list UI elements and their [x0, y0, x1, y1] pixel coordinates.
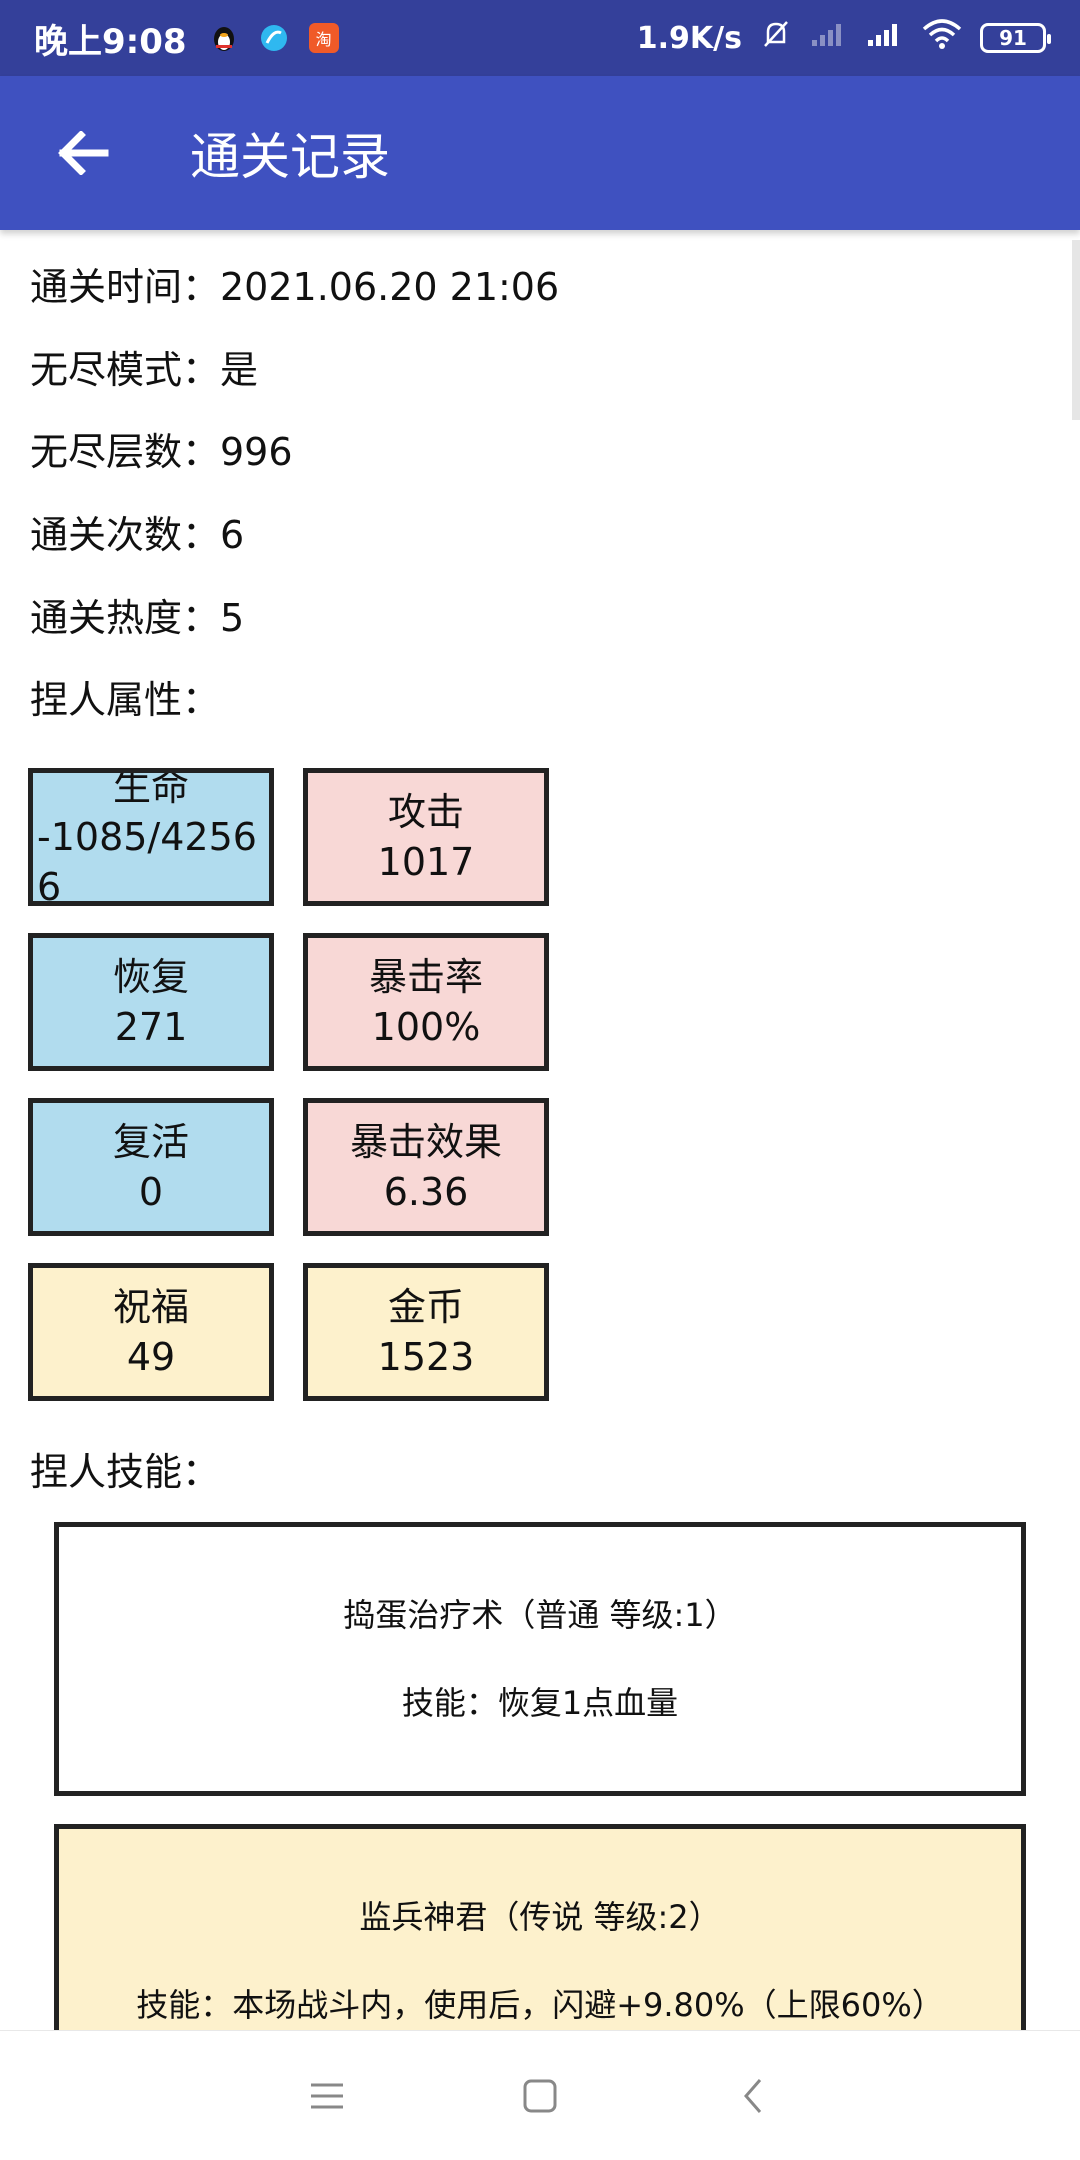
attr-gold-value: 1523 [377, 1335, 475, 1379]
taobao-icon: 淘 [308, 23, 339, 53]
attr-revive-value: 0 [138, 1170, 164, 1214]
home-button[interactable] [510, 2066, 570, 2126]
endless-floors: 无尽层数：996 [30, 430, 293, 474]
back-nav-button[interactable] [723, 2066, 783, 2126]
qq-penguin-icon [209, 23, 239, 53]
net-speed: 1.9K/s [636, 20, 742, 56]
skill-name: 捣蛋治疗术（普通 等级:1） [343, 1596, 737, 1634]
status-time: 晚上9:08 [34, 21, 187, 62]
attr-crit-effect-value: 6.36 [383, 1170, 469, 1214]
status-bar: 晚上9:08 淘 1.9K/s [0, 0, 1080, 76]
clear-time: 通关时间：2021.06.20 21:06 [30, 265, 560, 309]
attr-gold: 金币 1523 [303, 1263, 549, 1401]
clear-count: 通关次数：6 [30, 513, 245, 557]
attr-attack: 攻击 1017 [303, 768, 549, 906]
attr-blessing-label: 祝福 [112, 1285, 189, 1329]
endless-mode: 无尽模式：是 [30, 348, 259, 392]
clear-heat: 通关热度：5 [30, 596, 245, 640]
attr-crit-rate-value: 100% [371, 1005, 481, 1049]
attr-crit-effect: 暴击效果 6.36 [303, 1098, 549, 1236]
skill-desc: 技能：本场战斗内，使用后，闪避+9.80%（上限60%） [136, 1986, 944, 2024]
menu-icon [310, 2083, 343, 2108]
attr-recover-value: 271 [114, 1005, 188, 1049]
attr-revive-label: 复活 [112, 1120, 189, 1164]
attr-revive: 复活 0 [28, 1098, 274, 1236]
app-bar: 通关记录 [0, 76, 1080, 230]
signal-icon-sim2 [866, 20, 904, 56]
mute-bell-icon [760, 18, 792, 58]
skill-card: 捣蛋治疗术（普通 等级:1） 技能：恢复1点血量 [54, 1522, 1026, 1796]
skill-desc: 技能：恢复1点血量 [401, 1684, 679, 1722]
attr-crit-rate-label: 暴击率 [368, 955, 483, 999]
skill-card: 监兵神君（传说 等级:2） 技能：本场战斗内，使用后，闪避+9.80%（上限60… [54, 1824, 1026, 2030]
chevron-left-icon [744, 2078, 762, 2113]
system-nav-bar [0, 2030, 1080, 2160]
skill-name: 监兵神君（传说 等级:2） [359, 1898, 721, 1936]
battery-level: 91 [999, 26, 1027, 50]
attr-life-label: 生命 [112, 768, 189, 809]
signal-icon-sim1 [810, 20, 848, 56]
record-content[interactable]: 通关时间：2021.06.20 21:06 无尽模式：是 无尽层数：996 通关… [0, 230, 1080, 2030]
attr-attack-value: 1017 [377, 840, 475, 884]
attr-recover-label: 恢复 [112, 955, 189, 999]
home-square-icon [523, 2079, 557, 2112]
attributes-title: 捏人属性： [30, 678, 221, 722]
page-title: 通关记录 [190, 128, 390, 186]
status-indicators: 1.9K/s [636, 18, 1051, 58]
attr-crit-rate: 暴击率 100% [303, 933, 549, 1071]
back-button[interactable] [28, 98, 138, 208]
attr-crit-effect-label: 暴击效果 [349, 1120, 502, 1164]
attr-life: 生命 -1085/42566 [28, 768, 274, 906]
scrollbar[interactable] [1072, 240, 1080, 420]
wifi-icon [922, 19, 962, 57]
attr-life-value: -1085/42566 [37, 815, 257, 906]
battery-icon: 91 [980, 23, 1051, 53]
attr-gold-label: 金币 [387, 1285, 464, 1329]
attr-blessing-value: 49 [126, 1335, 176, 1379]
browser-icon [259, 23, 289, 53]
arrow-left-icon [58, 131, 109, 175]
attr-blessing: 祝福 49 [28, 1263, 274, 1401]
menu-button[interactable] [297, 2066, 357, 2126]
attr-recover: 恢复 271 [28, 933, 274, 1071]
skills-title: 捏人技能： [30, 1450, 221, 1494]
attr-attack-label: 攻击 [387, 790, 464, 834]
